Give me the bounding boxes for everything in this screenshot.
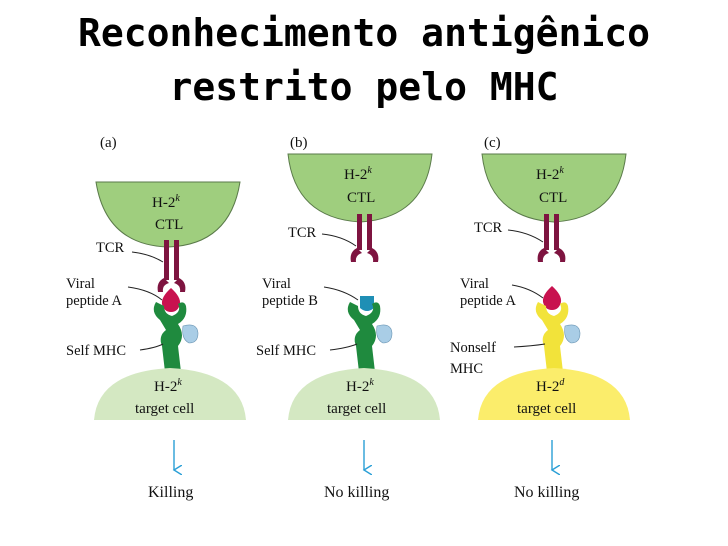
- target-haplotype: H-2k: [154, 377, 182, 395]
- viral-peptide: [542, 286, 562, 310]
- target-cell: [288, 368, 440, 420]
- panel-label: (c): [484, 135, 501, 151]
- title-line-2: restrito pelo MHC: [169, 65, 559, 109]
- ctl-haplotype: H-2k: [344, 165, 372, 183]
- peptide-label-line1: Viral: [262, 276, 291, 292]
- target-name: target cell: [517, 401, 576, 417]
- panel-a: (a) H-2k CTL TCR Viral peptide A Self MH…: [66, 135, 246, 501]
- ctl-haplotype: H-2k: [536, 165, 564, 183]
- panel-c: (c) H-2k CTL TCR Viral peptide A Nonself…: [450, 135, 630, 501]
- tcr-label: TCR: [288, 225, 317, 241]
- ctl-name: CTL: [155, 217, 183, 233]
- ctl-cell: [481, 153, 627, 223]
- outcome-label: No killing: [514, 484, 579, 501]
- ctl-name: CTL: [347, 190, 375, 206]
- outcome-label: Killing: [148, 484, 193, 501]
- ctl-haplotype: H-2k: [152, 193, 180, 211]
- peptide-label-line1: Viral: [460, 276, 489, 292]
- slide-title: Reconhecimento antigênico restrito pelo …: [0, 6, 728, 114]
- ctl-cell: [95, 181, 241, 248]
- mhc-label-line2: MHC: [450, 361, 483, 377]
- outcome-label: No killing: [324, 484, 389, 501]
- mhc-molecule: [153, 302, 187, 372]
- tcr: [350, 214, 379, 262]
- target-haplotype: H-2k: [346, 377, 374, 395]
- target-haplotype: H-2d: [536, 377, 565, 395]
- panel-label: (a): [100, 135, 117, 151]
- ctl-cell: [287, 153, 433, 223]
- viral-peptide: [161, 288, 181, 312]
- beta2-microglobulin: [376, 324, 393, 344]
- tcr-label: TCR: [96, 240, 125, 256]
- mhc-label-line1: Self MHC: [66, 343, 126, 359]
- tcr: [537, 214, 566, 262]
- peptide-label-line2: peptide A: [460, 293, 517, 309]
- peptide-label-line2: peptide B: [262, 293, 318, 309]
- target-name: target cell: [135, 401, 194, 417]
- panel-label: (b): [290, 135, 308, 151]
- beta2-microglobulin: [182, 324, 199, 344]
- mhc-label-line1: Self MHC: [256, 343, 316, 359]
- viral-peptide: [360, 296, 374, 311]
- panel-b: (b) H-2k CTL TCR Viral peptide B Self MH…: [256, 135, 440, 501]
- target-cell: [94, 368, 246, 420]
- beta2-microglobulin: [564, 324, 581, 344]
- tcr: [157, 240, 186, 292]
- peptide-label-line1: Viral: [66, 276, 95, 292]
- mhc-molecule: [347, 302, 381, 372]
- target-name: target cell: [327, 401, 386, 417]
- target-cell: [478, 368, 630, 420]
- title-line-1: Reconhecimento antigênico: [78, 11, 650, 55]
- ctl-name: CTL: [539, 190, 567, 206]
- mhc-label-line1: Nonself: [450, 340, 496, 356]
- mhc-molecule: [535, 302, 569, 372]
- peptide-label-line2: peptide A: [66, 293, 123, 309]
- tcr-label: TCR: [474, 220, 503, 236]
